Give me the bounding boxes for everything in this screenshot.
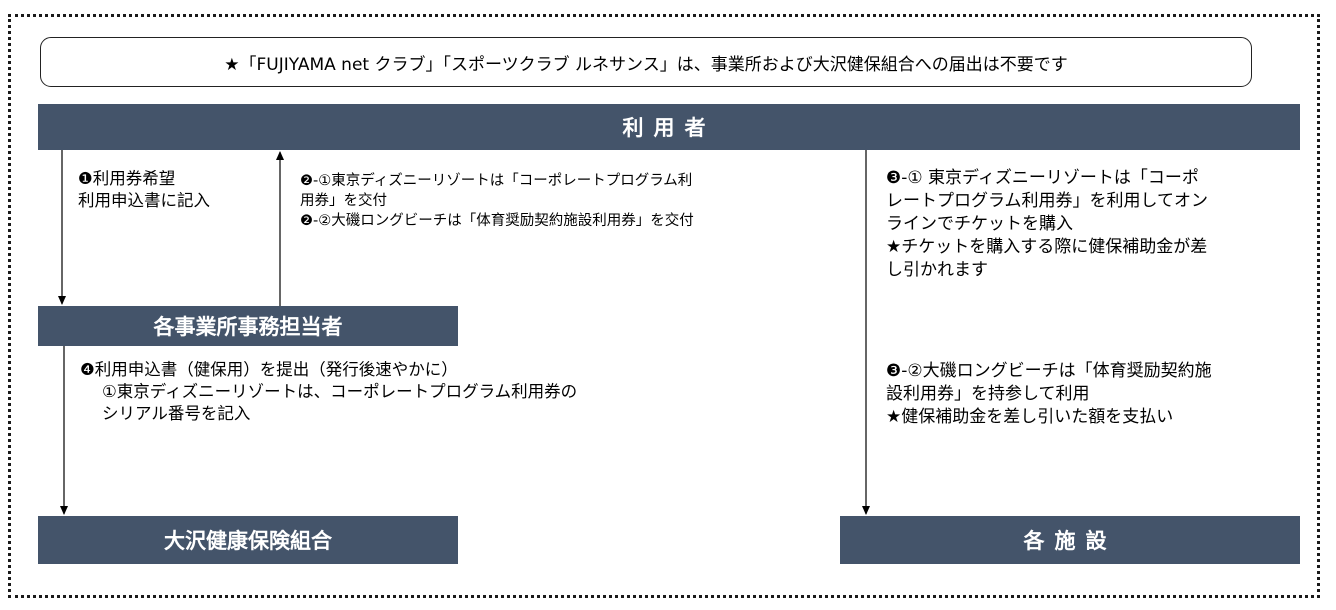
step2-line: ❷-②大磯ロングビーチは「体育奨励契約施設利用券」を交付 xyxy=(300,213,694,229)
step3-1-line: ★チケットを購入する際に健保補助金が差 xyxy=(886,237,1208,257)
notice-text: ★「FUJIYAMA net クラブ」「スポーツクラブ ルネサンス」は、事業所お… xyxy=(224,54,1068,75)
step3-2-line: ★健保補助金を差し引いた額を支払い xyxy=(886,407,1174,427)
step4-line: ❹利用申込書（健保用）を提出（発行後速やかに） xyxy=(80,360,458,379)
step4-line: ①東京ディズニーリゾートは、コーポレートプログラム利用券の xyxy=(102,382,578,401)
notice-box: ★「FUJIYAMA net クラブ」「スポーツクラブ ルネサンス」は、事業所お… xyxy=(40,37,1252,87)
facility-node: 各施設 xyxy=(840,516,1300,564)
union-node: 大沢健康保険組合 xyxy=(38,516,458,564)
step3-2-line: ❸-②大磯ロングビーチは「体育奨励契約施 xyxy=(886,361,1212,381)
step2-text: ❷-①東京ディズニーリゾートは「コーポレートプログラム利 用券」を交付 ❷-②大… xyxy=(300,171,694,231)
user-node-label: 利用者 xyxy=(622,116,716,140)
step1-line: 利用申込書に記入 xyxy=(78,191,210,210)
office-node-label: 各事業所事務担当者 xyxy=(153,315,343,339)
arrow-office-to-user-head xyxy=(276,151,284,160)
step4-line: シリアル番号を記入 xyxy=(102,404,251,423)
step3-1-line: レートプログラム利用券」を利用してオン xyxy=(886,191,1208,211)
step1-text: ❶利用券希望 利用申込書に記入 xyxy=(78,168,210,212)
user-node: 利用者 xyxy=(38,104,1300,150)
step3-2-line: 設利用券」を持参して利用 xyxy=(886,384,1090,404)
office-node: 各事業所事務担当者 xyxy=(38,306,458,346)
step3-1-line: し引かれます xyxy=(886,260,988,280)
arrow-user-to-facility-head xyxy=(862,506,870,515)
step3-2-text: ❸-②大磯ロングビーチは「体育奨励契約施 設利用券」を持参して利用 ★健保補助金… xyxy=(886,360,1212,429)
step2-line: 用券」を交付 xyxy=(300,193,387,209)
step3-1-line: ❸-① 東京ディズニーリゾートは「コーポ xyxy=(886,168,1199,188)
dotted-frame xyxy=(8,14,1320,598)
step2-line: ❷-①東京ディズニーリゾートは「コーポレートプログラム利 xyxy=(300,173,693,189)
step3-1-line: ラインでチケットを購入 xyxy=(886,214,1073,234)
step3-1-text: ❸-① 東京ディズニーリゾートは「コーポ レートプログラム利用券」を利用してオン… xyxy=(886,167,1208,282)
facility-node-label: 各施設 xyxy=(1023,529,1117,553)
arrow-user-to-office-head xyxy=(58,296,66,305)
step1-line: ❶利用券希望 xyxy=(78,169,176,188)
union-node-label: 大沢健康保険組合 xyxy=(164,529,332,553)
arrow-office-to-union-head xyxy=(60,506,68,515)
step4-text: ❹利用申込書（健保用）を提出（発行後速やかに） ①東京ディズニーリゾートは、コー… xyxy=(80,359,577,425)
